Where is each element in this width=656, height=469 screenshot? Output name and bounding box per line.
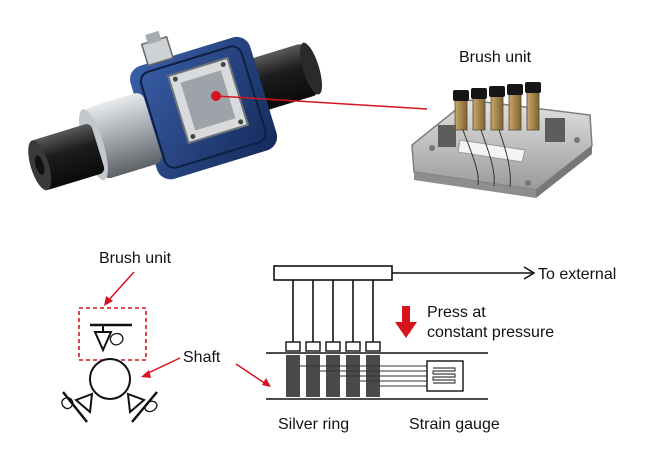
shaft-callout-right	[235, 363, 267, 385]
strain-gauge-icon	[426, 360, 464, 392]
shaft-label: Shaft	[183, 349, 221, 366]
gauge-wires	[300, 365, 427, 387]
brush-unit-icon	[411, 82, 593, 198]
brush-unit-callout-line	[106, 271, 135, 303]
silver-rings	[286, 355, 380, 397]
to-external-label: To external	[538, 266, 616, 283]
torque-sensor-icon	[28, 30, 323, 191]
press-label-line1: Press at	[427, 304, 486, 321]
brush-unit-photo-label: Brush unit	[459, 49, 532, 66]
shaft-callout-left	[145, 357, 181, 375]
press-label-line2: constant pressure	[427, 324, 554, 341]
brush-unit-diagram-label: Brush unit	[99, 250, 172, 267]
brush-wires	[292, 280, 374, 342]
silver-ring-label: Silver ring	[278, 416, 349, 433]
to-external-arrow-icon	[523, 266, 536, 280]
shaft-callout-left-arrowhead	[141, 370, 151, 378]
photo-callout-line	[215, 95, 428, 110]
output-bar	[273, 265, 393, 281]
strain-gauge-label: Strain gauge	[409, 416, 500, 433]
shaft-callout-right-arrowhead	[262, 378, 271, 387]
brush-unit-callout-arrowhead	[104, 296, 113, 306]
brush-contacts	[285, 341, 381, 352]
brush-unit-dashed-box	[78, 307, 147, 361]
down-arrow-icon	[395, 306, 417, 338]
shaft-cross-section	[61, 323, 158, 423]
